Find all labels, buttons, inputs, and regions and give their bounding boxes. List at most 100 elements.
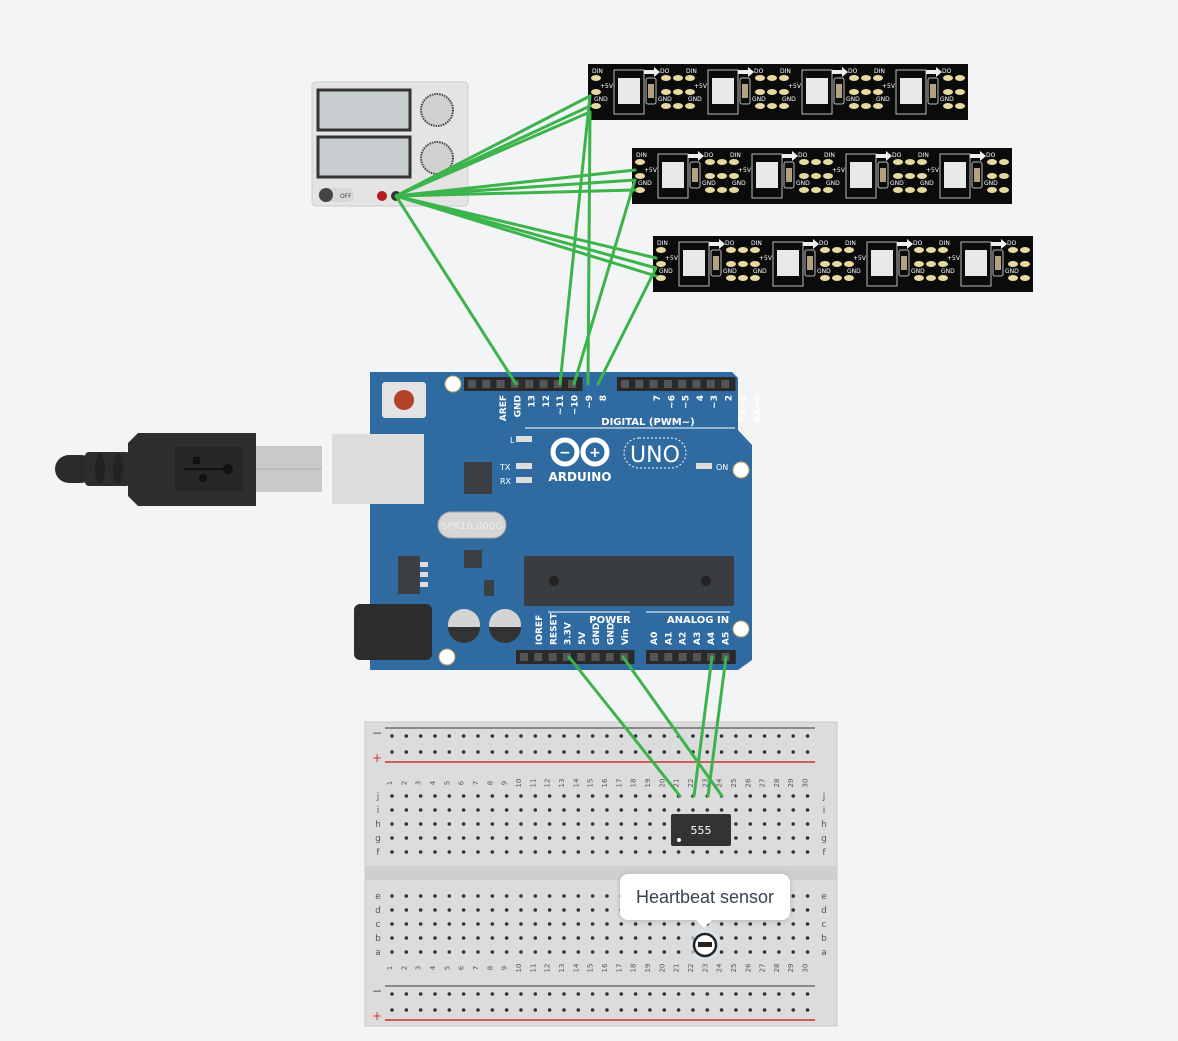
wire[interactable]: [394, 178, 637, 198]
breadboard-hole[interactable]: [519, 922, 523, 926]
rail-hole[interactable]: [605, 1008, 609, 1012]
rail-hole[interactable]: [619, 1008, 624, 1012]
breadboard-hole[interactable]: [719, 808, 724, 812]
breadboard-hole[interactable]: [447, 794, 452, 798]
breadboard-hole[interactable]: [590, 836, 595, 840]
positive-terminal[interactable]: [377, 191, 387, 201]
header-pin[interactable]: [577, 653, 586, 661]
wire[interactable]: [394, 194, 658, 260]
breadboard-hole[interactable]: [676, 922, 681, 926]
breadboard-hole[interactable]: [547, 936, 552, 940]
rail-hole[interactable]: [762, 734, 767, 738]
breadboard-hole[interactable]: [633, 922, 638, 926]
breadboard-hole[interactable]: [791, 794, 796, 798]
breadboard-hole[interactable]: [404, 894, 409, 898]
header-pin[interactable]: [548, 653, 557, 661]
breadboard-hole[interactable]: [404, 794, 409, 798]
breadboard-hole[interactable]: [590, 908, 595, 912]
breadboard-hole[interactable]: [433, 836, 437, 840]
breadboard-hole[interactable]: [734, 836, 738, 840]
rail-hole[interactable]: [748, 992, 753, 996]
breadboard-hole[interactable]: [504, 908, 509, 912]
breadboard-hole[interactable]: [519, 850, 523, 854]
breadboard-hole[interactable]: [562, 822, 566, 826]
breadboard-hole[interactable]: [547, 850, 552, 854]
breadboard-hole[interactable]: [648, 822, 652, 826]
rail-hole[interactable]: [648, 750, 652, 754]
rail-hole[interactable]: [476, 992, 480, 996]
digital-header-right[interactable]: [617, 377, 736, 391]
breadboard-hole[interactable]: [762, 794, 767, 798]
breadboard-hole[interactable]: [777, 922, 781, 926]
breadboard-hole[interactable]: [805, 850, 810, 854]
rail-hole[interactable]: [676, 992, 681, 996]
header-pin[interactable]: [706, 380, 715, 388]
rail-hole[interactable]: [748, 1008, 753, 1012]
breadboard-hole[interactable]: [605, 894, 609, 898]
header-pin[interactable]: [678, 380, 687, 388]
breadboard-hole[interactable]: [461, 894, 466, 898]
breadboard-hole[interactable]: [476, 836, 480, 840]
breadboard-hole[interactable]: [562, 922, 566, 926]
breadboard-hole[interactable]: [676, 850, 681, 854]
breadboard-hole[interactable]: [433, 936, 437, 940]
breadboard-hole[interactable]: [734, 822, 738, 826]
breadboard-hole[interactable]: [748, 822, 753, 826]
breadboard-hole[interactable]: [404, 936, 409, 940]
breadboard-hole[interactable]: [519, 808, 523, 812]
rail-hole[interactable]: [404, 1008, 409, 1012]
breadboard-hole[interactable]: [734, 808, 738, 812]
breadboard-hole[interactable]: [662, 822, 667, 826]
breadboard-hole[interactable]: [447, 894, 452, 898]
rail-hole[interactable]: [562, 734, 566, 738]
breadboard-hole[interactable]: [390, 950, 394, 954]
breadboard-hole[interactable]: [461, 836, 466, 840]
breadboard-hole[interactable]: [576, 894, 581, 898]
breadboard-hole[interactable]: [619, 822, 624, 826]
rail-hole[interactable]: [590, 734, 595, 738]
rail-hole[interactable]: [476, 1008, 480, 1012]
breadboard-hole[interactable]: [533, 908, 538, 912]
breadboard-hole[interactable]: [490, 836, 495, 840]
breadboard-hole[interactable]: [590, 808, 595, 812]
breadboard-hole[interactable]: [605, 922, 609, 926]
breadboard-hole[interactable]: [547, 822, 552, 826]
wire[interactable]: [394, 168, 637, 198]
rail-hole[interactable]: [461, 1008, 466, 1012]
breadboard-hole[interactable]: [777, 794, 781, 798]
rail-hole[interactable]: [734, 992, 738, 996]
breadboard-hole[interactable]: [791, 836, 796, 840]
rail-hole[interactable]: [633, 992, 638, 996]
breadboard-hole[interactable]: [748, 922, 753, 926]
header-pin[interactable]: [482, 380, 491, 388]
breadboard-hole[interactable]: [748, 794, 753, 798]
led-strip[interactable]: DIN+5VGNDDOGNDDIN+5VGNDDOGNDDIN+5VGNDDOG…: [632, 148, 1012, 204]
breadboard-hole[interactable]: [719, 850, 724, 854]
rail-hole[interactable]: [691, 1008, 695, 1012]
breadboard-hole[interactable]: [705, 808, 710, 812]
rail-hole[interactable]: [390, 750, 394, 754]
breadboard-hole[interactable]: [576, 822, 581, 826]
breadboard-hole[interactable]: [590, 850, 595, 854]
breadboard-hole[interactable]: [519, 822, 523, 826]
rail-hole[interactable]: [805, 734, 810, 738]
breadboard-hole[interactable]: [562, 808, 566, 812]
breadboard-hole[interactable]: [504, 808, 509, 812]
breadboard-hole[interactable]: [504, 822, 509, 826]
rail-hole[interactable]: [519, 992, 523, 996]
breadboard-hole[interactable]: [476, 894, 480, 898]
breadboard-hole[interactable]: [547, 808, 552, 812]
breadboard-hole[interactable]: [447, 922, 452, 926]
breadboard-hole[interactable]: [576, 850, 581, 854]
rail-hole[interactable]: [533, 1008, 538, 1012]
breadboard-hole[interactable]: [533, 936, 538, 940]
wire[interactable]: [394, 94, 592, 198]
breadboard-hole[interactable]: [576, 922, 581, 926]
breadboard-hole[interactable]: [734, 936, 738, 940]
breadboard-hole[interactable]: [633, 836, 638, 840]
breadboard-hole[interactable]: [633, 822, 638, 826]
breadboard-hole[interactable]: [562, 950, 566, 954]
breadboard-hole[interactable]: [648, 950, 652, 954]
breadboard-hole[interactable]: [576, 836, 581, 840]
